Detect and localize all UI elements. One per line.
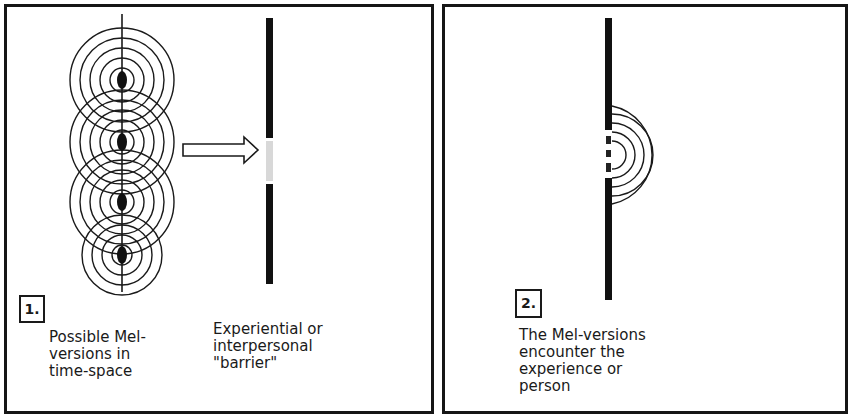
handwritten-note: Possible Mel-versions in time-space bbox=[49, 329, 169, 380]
ring bbox=[112, 245, 132, 265]
ring bbox=[102, 235, 142, 275]
mel-blob bbox=[117, 193, 127, 211]
ring bbox=[70, 90, 174, 194]
ring bbox=[100, 58, 144, 102]
arc bbox=[612, 123, 644, 187]
mel-blob bbox=[117, 71, 127, 89]
ring bbox=[90, 110, 154, 174]
mel-versions-circles bbox=[70, 14, 174, 295]
arc bbox=[612, 106, 652, 204]
barrier-bar bbox=[266, 18, 273, 284]
encounter-barrier bbox=[605, 18, 612, 300]
callout-label: 1. bbox=[24, 301, 39, 318]
ring bbox=[82, 215, 162, 295]
mel-version-blobs bbox=[117, 71, 127, 264]
ring bbox=[100, 120, 144, 164]
concentric-rings bbox=[70, 28, 174, 295]
callout-number: 1. bbox=[19, 295, 45, 323]
panel-frame: Possible Mel-versions in time-space Exper… bbox=[4, 4, 434, 414]
outline-arrow bbox=[183, 137, 258, 163]
handwritten-note: Experiential or interpersonal "barrier" bbox=[213, 321, 353, 372]
barrier-fragment bbox=[606, 163, 611, 172]
barrier-gap bbox=[266, 141, 273, 181]
ring bbox=[90, 48, 154, 112]
encounter-arcs bbox=[612, 106, 653, 204]
handwritten-note: The Mel-versions encounter the experienc… bbox=[519, 327, 659, 395]
ring bbox=[80, 160, 164, 244]
callout-label: 2. bbox=[521, 295, 536, 312]
barrier-segment bbox=[266, 18, 273, 138]
mel-blob bbox=[117, 246, 127, 264]
barrier-fragment bbox=[606, 136, 611, 144]
callout-number: 2. bbox=[515, 289, 542, 318]
barrier-fragment bbox=[606, 150, 611, 157]
arc bbox=[612, 114, 653, 196]
mel-blob bbox=[117, 133, 127, 151]
panel-frame: The Mel-versions encounter the experienc… bbox=[442, 4, 848, 414]
barrier-segment bbox=[266, 184, 273, 284]
barrier-segment bbox=[605, 178, 612, 300]
barrier-segment bbox=[605, 18, 612, 130]
ring bbox=[70, 28, 174, 132]
arc bbox=[612, 132, 635, 178]
arc bbox=[612, 141, 626, 169]
ring bbox=[110, 190, 134, 214]
ring bbox=[110, 68, 134, 92]
ring bbox=[92, 225, 152, 285]
